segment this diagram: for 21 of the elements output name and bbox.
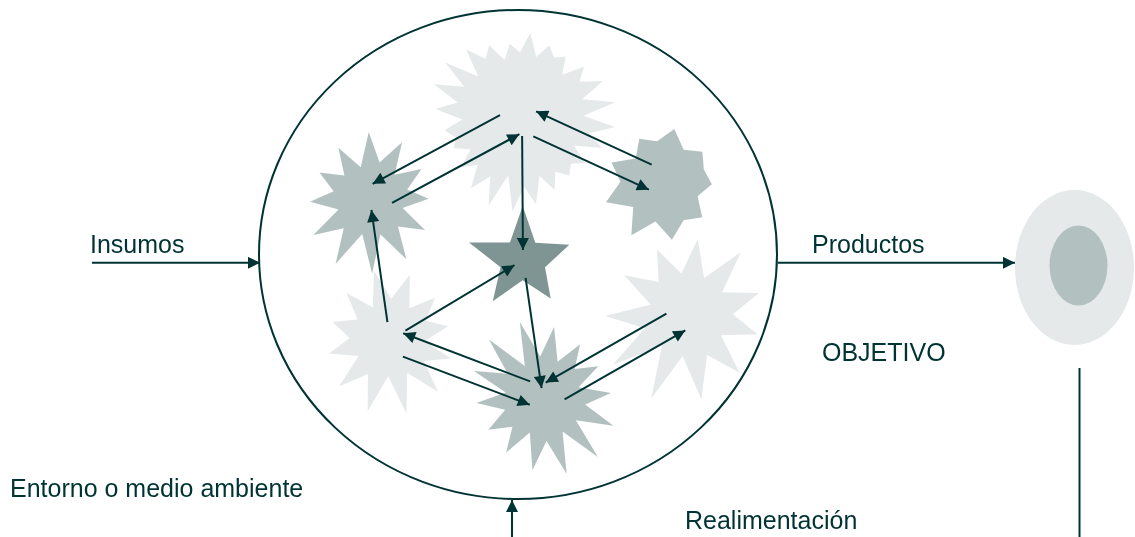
arrow [777, 256, 1016, 269]
arrow [402, 331, 532, 383]
arrow [91, 256, 261, 269]
diagram-label: Realimentación [685, 508, 858, 533]
arrow [404, 264, 516, 332]
arrow [371, 114, 501, 185]
arrow [532, 135, 650, 191]
arrow [391, 133, 521, 204]
connector-line [1078, 367, 1081, 537]
arrow [544, 312, 668, 384]
arrow [535, 110, 653, 166]
arrow [563, 329, 687, 401]
arrow [516, 135, 529, 251]
edge-label: Productos [812, 232, 925, 257]
arrow [524, 276, 546, 390]
arrow [506, 499, 518, 537]
arrow [401, 355, 531, 407]
diagram-label: OBJETIVO [822, 340, 946, 365]
diagram-label: Entorno o medio ambiente [10, 476, 304, 501]
arrow [367, 208, 389, 324]
edge-label: Insumos [90, 232, 185, 257]
